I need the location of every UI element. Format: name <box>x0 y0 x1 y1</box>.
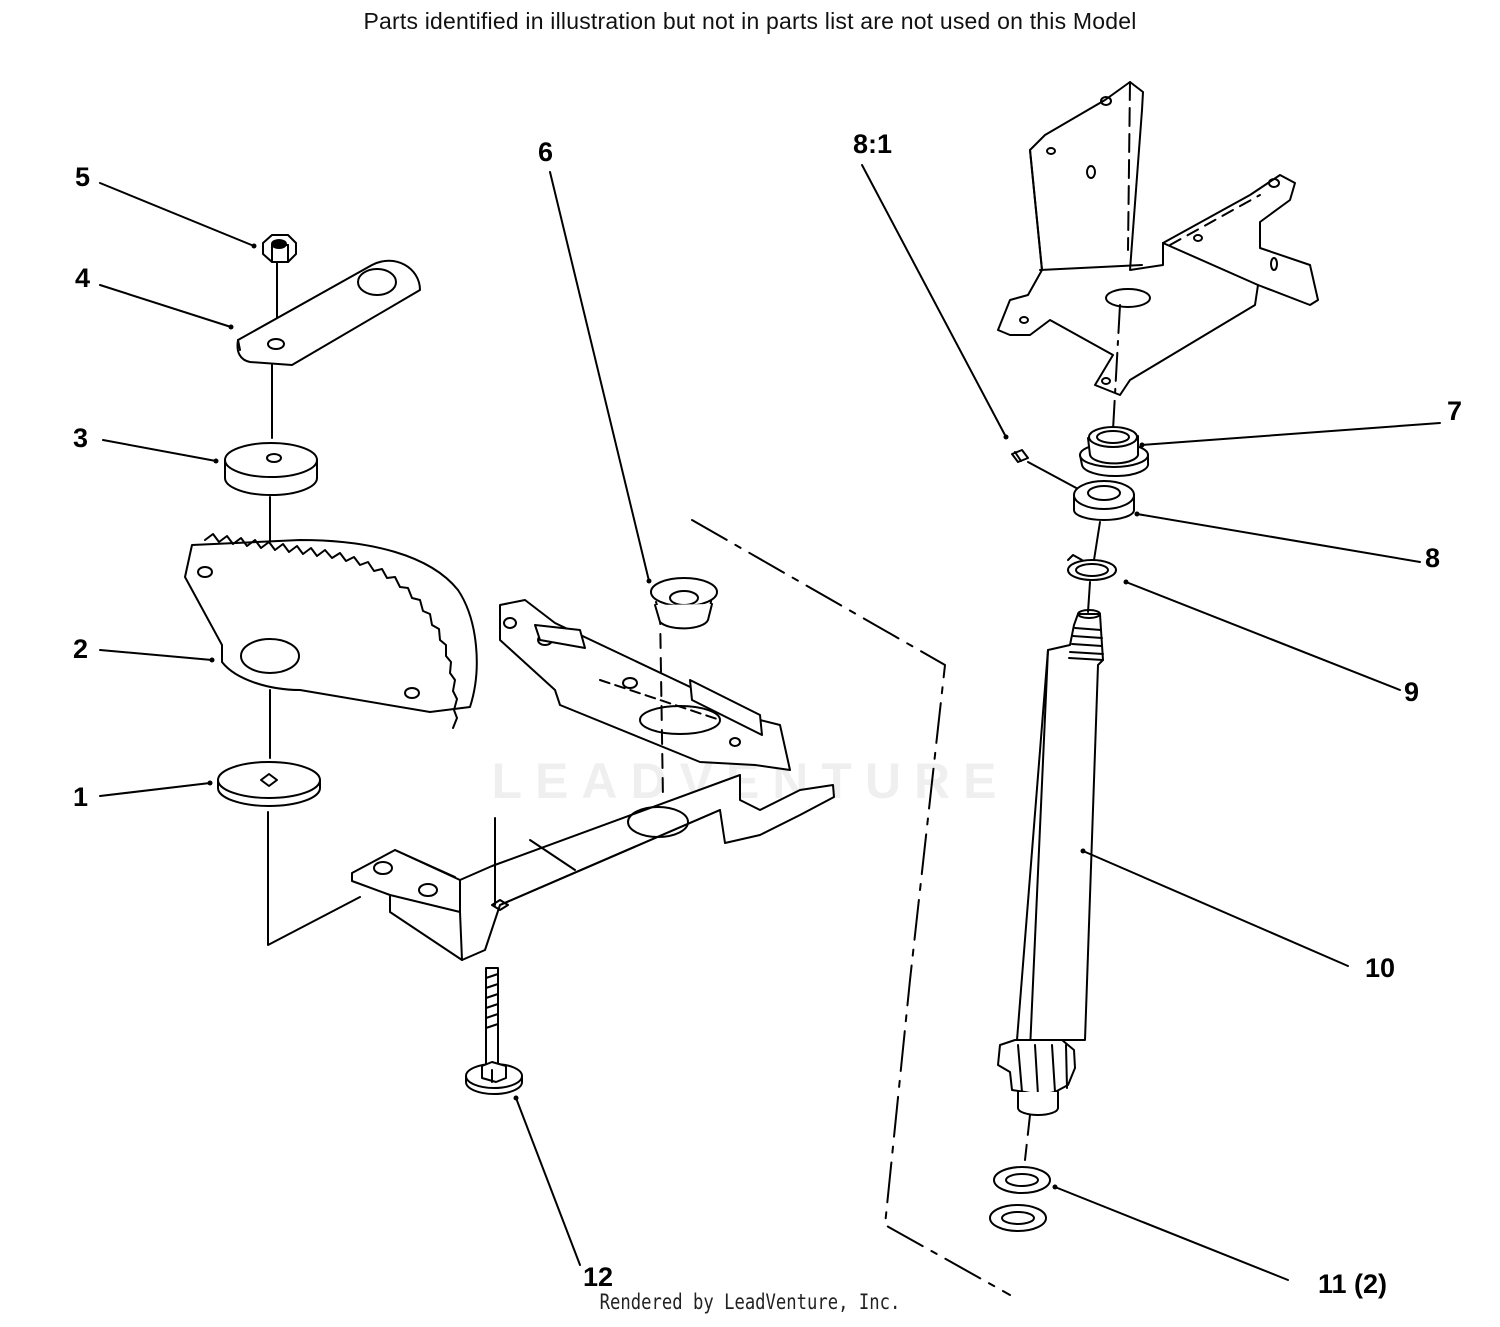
callout-1: 1 <box>73 782 88 812</box>
carriage-bolt-part-12 <box>466 968 522 1094</box>
axis-line-right-low <box>1025 1115 1030 1160</box>
flange-bushing-part-7 <box>1080 427 1148 476</box>
pinion-gear <box>998 1040 1075 1115</box>
axis-line-left-bottom <box>268 812 360 945</box>
callout-8: 8 <box>1425 543 1440 573</box>
callout-10: 10 <box>1365 953 1395 983</box>
callout-5: 5 <box>75 162 90 192</box>
leader-dots <box>207 243 1145 1190</box>
callout-8-1: 8:1 <box>853 129 892 159</box>
spacer-part-3 <box>225 443 317 495</box>
callout-2: 2 <box>73 634 88 664</box>
header-note: Parts identified in illustration but not… <box>363 8 1137 34</box>
link-plate-part-4 <box>238 261 421 365</box>
steering-shaft-part-10 <box>1017 610 1103 1050</box>
washer-part-1 <box>218 762 320 806</box>
callout-7: 7 <box>1447 396 1462 426</box>
phantom-outline <box>692 520 1010 1295</box>
center-bracket <box>352 600 834 960</box>
upper-bracket <box>998 82 1318 395</box>
callout-12: 12 <box>583 1262 613 1292</box>
sector-gear-part-2 <box>185 534 477 728</box>
callout-3: 3 <box>73 423 88 453</box>
bushing-part-6 <box>651 578 717 628</box>
leader-lines <box>100 165 1440 1280</box>
axis-line-right-shaft <box>1088 582 1090 612</box>
set-screw-part-8-1 <box>1012 450 1080 490</box>
callout-6: 6 <box>538 137 553 167</box>
collar-part-8 <box>1074 481 1134 520</box>
callout-9: 9 <box>1404 677 1419 707</box>
nut-part-5 <box>263 235 296 262</box>
callout-4: 4 <box>75 263 90 293</box>
retaining-ring-part-9 <box>1068 555 1116 580</box>
callout-11: 11 (2) <box>1318 1269 1387 1299</box>
axis-line-right-mid <box>1094 522 1100 560</box>
footer-credit: Rendered by LeadVenture, Inc. <box>599 1290 901 1314</box>
axis-line-right-top <box>1113 305 1120 430</box>
washers-part-11 <box>990 1167 1050 1231</box>
axis-line-center-bushing <box>660 610 663 800</box>
